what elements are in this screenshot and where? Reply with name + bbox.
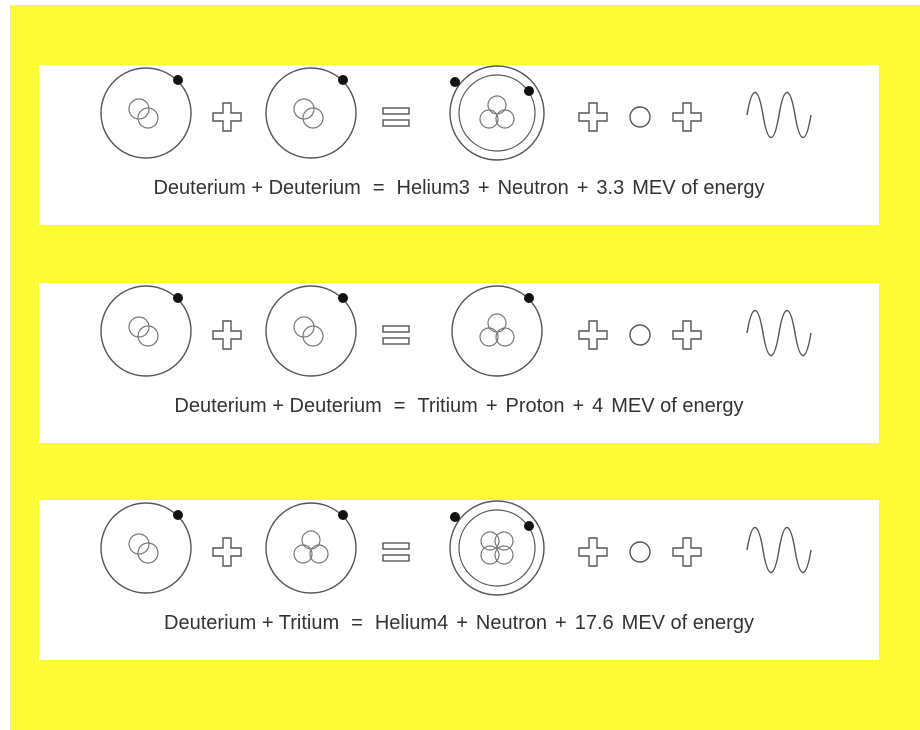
energy-label: MEV of energy <box>621 612 754 634</box>
neutron-icon <box>629 541 651 563</box>
equals-icon <box>382 325 410 345</box>
equals-label: = <box>393 395 406 417</box>
tritium-atom-icon <box>265 502 357 594</box>
plus-label: + <box>456 612 468 634</box>
energy-value: 17.6 <box>574 612 614 634</box>
plus-label: + <box>261 612 274 634</box>
plus-label: + <box>555 612 567 634</box>
plus-icon <box>578 537 608 567</box>
reactant-2-label: Tritium <box>278 612 340 634</box>
reaction-equation: Deuterium + Deuterium = Tritium + Proton +4 ME… <box>39 395 879 418</box>
plus-label: + <box>572 395 585 417</box>
deuterium-atom-icon <box>100 67 192 159</box>
reaction-diagram <box>100 65 812 161</box>
energy-value: 3.3 <box>596 177 625 199</box>
reactant-1-label: Deuterium <box>164 612 257 634</box>
deuterium-atom-icon <box>265 285 357 377</box>
plus-icon <box>212 102 242 132</box>
reaction-panel: Deuterium + Tritium = Helium4 + Neutron +17.6… <box>39 500 879 660</box>
product-1-label: Helium4 <box>374 612 449 634</box>
tritium-atom-icon <box>451 285 543 377</box>
equals-label: = <box>372 177 385 199</box>
product-2-label: Neutron <box>475 612 548 634</box>
reaction-diagram <box>100 285 812 377</box>
energy-label: MEV of energy <box>632 177 765 199</box>
reaction-equation: Deuterium + Tritium = Helium4 + Neutron +17.6… <box>39 612 879 635</box>
helium3-atom-icon <box>449 65 545 161</box>
deuterium-atom-icon <box>265 67 357 159</box>
equals-icon <box>382 542 410 562</box>
plus-label: + <box>251 177 263 199</box>
reaction-panel: Deuterium + Deuterium = Tritium + Proton +4 ME… <box>39 283 879 443</box>
equals-label: = <box>351 612 363 634</box>
plus-icon <box>578 102 608 132</box>
energy-value: 4 <box>592 395 604 417</box>
energy-wave-icon <box>746 91 812 139</box>
plus-icon <box>212 537 242 567</box>
neutron-icon <box>629 106 651 128</box>
plus-label: + <box>576 177 589 199</box>
page-background: Deuterium + Deuterium = Helium3 + Neutron +3.… <box>10 5 920 730</box>
product-2-label: Neutron <box>497 177 569 199</box>
product-1-label: Tritium <box>417 395 478 417</box>
deuterium-atom-icon <box>100 502 192 594</box>
plus-label: + <box>272 395 284 417</box>
plus-label: + <box>485 395 498 417</box>
plus-icon <box>212 320 242 350</box>
plus-icon <box>672 102 702 132</box>
proton-icon <box>629 324 651 346</box>
reactant-2-label: Deuterium <box>289 395 382 417</box>
plus-icon <box>672 537 702 567</box>
reaction-diagram <box>100 500 812 596</box>
energy-wave-icon <box>746 526 812 574</box>
plus-label: + <box>477 177 490 199</box>
reactant-1-label: Deuterium <box>153 177 246 199</box>
deuterium-atom-icon <box>100 285 192 377</box>
reactant-2-label: Deuterium <box>268 177 361 199</box>
reaction-equation: Deuterium + Deuterium = Helium3 + Neutron +3.… <box>39 177 879 200</box>
plus-icon <box>672 320 702 350</box>
energy-label: MEV of energy <box>611 395 744 417</box>
reactant-1-label: Deuterium <box>174 395 267 417</box>
energy-wave-icon <box>746 309 812 357</box>
helium4-atom-icon <box>449 500 545 596</box>
equals-icon <box>382 107 410 127</box>
reaction-panel: Deuterium + Deuterium = Helium3 + Neutron +3.… <box>39 65 879 225</box>
product-2-label: Proton <box>505 395 565 417</box>
plus-icon <box>578 320 608 350</box>
product-1-label: Helium3 <box>396 177 470 199</box>
